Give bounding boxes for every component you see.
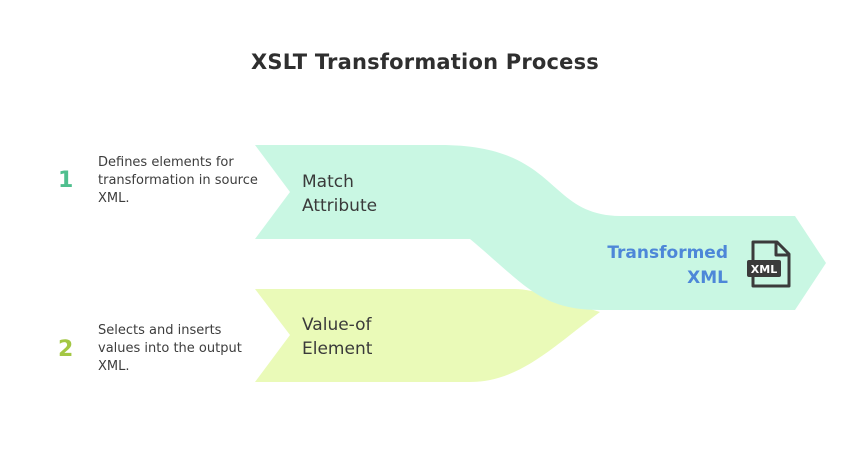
step-2-label-line2: Element bbox=[302, 339, 373, 359]
step-1-number: 1 bbox=[58, 168, 74, 193]
xml-file-icon: XML bbox=[747, 240, 791, 288]
result-label-line1: Transformed bbox=[607, 243, 728, 263]
step-2-label: Value-of Element bbox=[302, 313, 452, 361]
step-1-label-line1: Match bbox=[302, 172, 354, 192]
diagram-title: XSLT Transformation Process bbox=[250, 50, 599, 74]
step-2-band bbox=[255, 289, 600, 382]
result-label-line2: XML bbox=[687, 268, 728, 288]
step-1-description: Defines elements for transformation in s… bbox=[98, 155, 258, 206]
step-1-band bbox=[255, 145, 826, 310]
step-1-label-line2: Attribute bbox=[302, 196, 378, 216]
step-2-description: Selects and inserts values into the outp… bbox=[98, 323, 242, 374]
result-label: Transformed XML bbox=[560, 241, 728, 291]
step-1-label: Match Attribute bbox=[302, 170, 452, 218]
xml-icon-text: XML bbox=[751, 263, 777, 276]
step-2-label-line1: Value-of bbox=[302, 315, 372, 335]
step-2-number: 2 bbox=[58, 337, 74, 362]
